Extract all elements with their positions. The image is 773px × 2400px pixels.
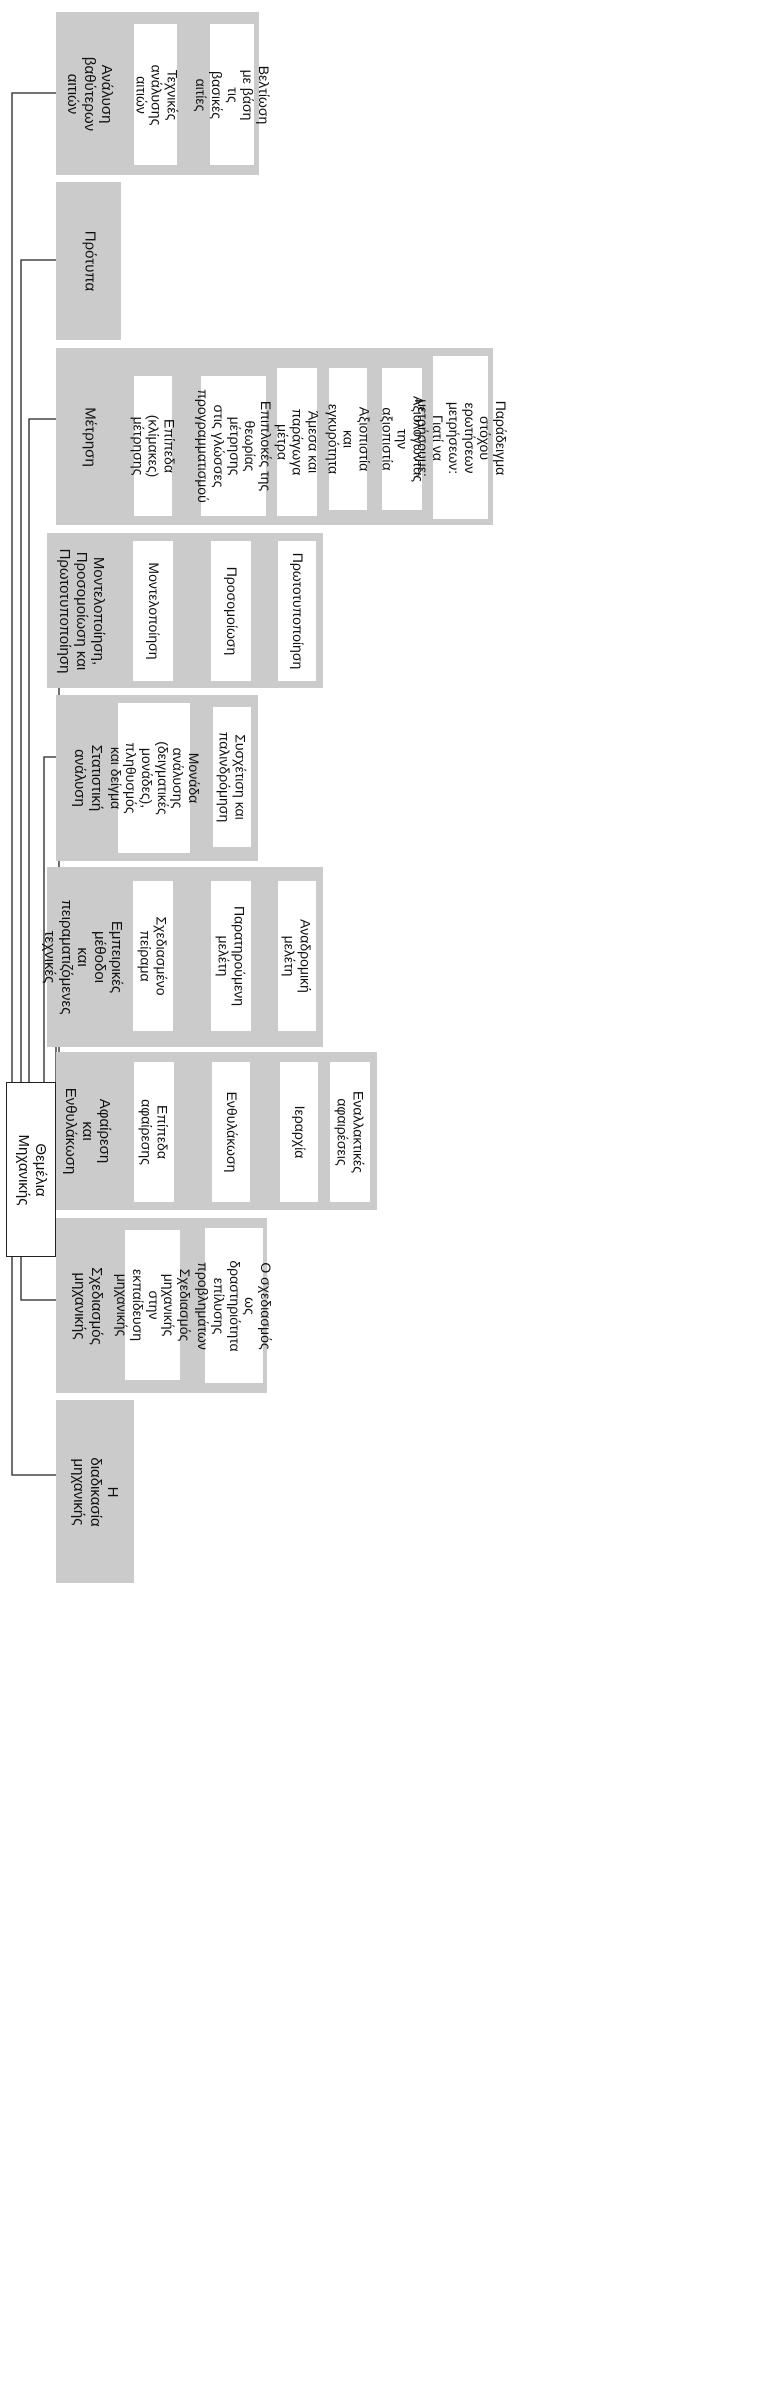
topic-group: Μέτρηση Επίπεδα (κλίμακες) μέτρησης Επιπ… (56, 348, 509, 525)
topic-group: Αφαίρεση και Ενθυλάκωση Επίπεδα αφαίρεση… (56, 1052, 377, 1210)
subtopic-box: Σχεδιασμός μηχανικής στην εκπαίδευση μηχ… (114, 1230, 193, 1380)
topic-title-text: Η διαδικασία μηχανικής (70, 1456, 122, 1527)
topic-title-text: Στατιστική ανάλυση (71, 744, 105, 812)
topic-title: Μέτρηση (56, 348, 122, 525)
subtopic-text: Πρωτοτυποποίηση (289, 552, 306, 670)
topic-title-text: Μοντελοποίηση, Προσομοίωση και Πρωτοτυπο… (56, 548, 108, 673)
subtopic-text: Μοντελοποίηση (145, 562, 162, 660)
subtopic-text: Ιεραρχία (291, 1105, 308, 1159)
subtopic-text: Ενθυλάκωση (223, 1091, 240, 1173)
subtopic-box: Ενθυλάκωση (212, 1062, 250, 1202)
subtopic-box: Μοντελοποίηση (133, 541, 173, 681)
subtopic-box: Άμεσα και παράγωγα μέτρα (274, 368, 322, 516)
subtopic-box: Συσχέτιση και παλινδρόμηση (213, 707, 251, 847)
subtopic-text: Σχεδιασμένο πείραμα (138, 916, 170, 996)
subtopic-box: Επίπεδα (κλίμακες) μέτρησης (130, 376, 178, 516)
subtopic-text: Άμεσα και παράγωγα μέτρα (274, 408, 322, 476)
subtopic-text: Αναδρομική μελέτη (282, 919, 314, 993)
subtopic-text: Παρατηρούμενη μελέτη (216, 905, 248, 1007)
topic-group: Πρότυπα (56, 182, 121, 340)
subtopic-text: Συσχέτιση και παλινδρόμηση (217, 731, 249, 823)
subtopic-text: Αξιοπιστία και εγκυρότητα (325, 403, 373, 475)
subtopic-text: Προσομοίωση (223, 566, 240, 656)
topic-title-text: Εμπειρικές μέθοδοι και πειραματιζόμενες … (40, 899, 125, 1015)
subtopic-box: Αναδρομική μελέτη (278, 881, 316, 1031)
connector-line (11, 1257, 56, 1476)
subtopic-box: Μονάδα ανάλυσης (δειγματικές μονάδες), π… (108, 703, 202, 853)
subtopic-box: Πρωτοτυποποίηση (278, 541, 316, 681)
subtopic-box: Προσομοίωση (211, 541, 251, 681)
subtopic-text: Μονάδα ανάλυσης (δειγματικές μονάδες), π… (107, 741, 203, 815)
connector-line (43, 756, 56, 1082)
subtopic-text: Επίπεδα αφαίρεσης (139, 1099, 171, 1165)
topic-group: Σχεδιασμός μηχανικής Σχεδιασμός μηχανική… (56, 1218, 274, 1393)
subtopic-box: Επίπεδα αφαίρεσης (134, 1062, 174, 1202)
connector-line (20, 1257, 56, 1301)
subtopic-text: Βελτίωση με βάση τις βασικές αιτίες (193, 65, 273, 124)
subtopic-box: Ο σχεδιασμός ως δραστηριότητα επίλυσης π… (195, 1228, 274, 1383)
subtopic-box: Παρατηρούμενη μελέτη (211, 881, 251, 1031)
subtopic-text: Εναλλακτικές αφαιρέσεις (335, 1091, 367, 1173)
subtopic-text: Επίπεδα (κλίμακες) μέτρησης (130, 414, 178, 478)
topic-group: Μοντελοποίηση, Προσομοίωση και Πρωτοτυπο… (47, 533, 323, 688)
topic-title: Η διαδικασία μηχανικής (56, 1400, 134, 1583)
connector-line (20, 259, 56, 1082)
topic-title: Ανάλυση βαθύτερων αιτιών (56, 12, 122, 175)
subtopic-box: Ιεραρχία (280, 1062, 318, 1202)
connector-line (28, 418, 56, 1082)
subtopic-box: Αξιολογώντας την αξιοπιστία (379, 368, 427, 510)
topic-group: Ανάλυση βαθύτερων αιτιών Τεχνικές ανάλυσ… (56, 12, 272, 175)
topic-title-text: Πρότυπα (80, 230, 98, 292)
subtopic-box: Τεχνικές ανάλυσης αιτιών (132, 24, 181, 165)
topic-group: Στατιστική ανάλυση Μονάδα ανάλυσης (δειγ… (56, 695, 258, 861)
topic-title: Εμπειρικές μέθοδοι και πειραματιζόμενες … (41, 867, 125, 1047)
subtopic-text: Παράδειγμα στόχου ερωτήσεων μετρήσεων: Γ… (414, 398, 509, 477)
topic-group: Η διαδικασία μηχανικής (56, 1400, 134, 1583)
topic-title: Αφαίρεση και Ενθυλάκωση (56, 1052, 118, 1210)
subtopic-text: Τεχνικές ανάλυσης αιτιών (132, 64, 181, 125)
subtopic-box: Αξιοπιστία και εγκυρότητα (325, 368, 373, 510)
topic-title-text: Μέτρηση (81, 406, 99, 467)
subtopic-box: Σχεδιασμένο πείραμα (133, 881, 173, 1031)
subtopic-box: Παράδειγμα στόχου ερωτήσεων μετρήσεων: Γ… (414, 356, 509, 519)
subtopic-text: Ο σχεδιασμός ως δραστηριότητα επίλυσης π… (195, 1259, 275, 1352)
root-label: Θεμέλια Μηχανικής (15, 1134, 49, 1205)
topic-title: Μοντελοποίηση, Προσομοίωση και Πρωτοτυπο… (47, 533, 115, 688)
topic-group: Εμπειρικές μέθοδοι και πειραματιζόμενες … (41, 867, 323, 1047)
topic-title: Πρότυπα (56, 182, 121, 340)
subtopic-box: Εναλλακτικές αφαιρέσεις (330, 1062, 370, 1202)
subtopic-text: Επιπλοκές της θεωρίας μέτρησης στις γλώσ… (194, 389, 274, 503)
subtopic-box: Επιπλοκές της θεωρίας μέτρησης στις γλώσ… (195, 376, 274, 516)
root-node: Θεμέλια Μηχανικής (6, 1082, 56, 1257)
subtopic-text: Σχεδιασμός μηχανικής στην εκπαίδευση μηχ… (113, 1268, 193, 1342)
topic-title: Σχεδιασμός μηχανικής (56, 1218, 118, 1393)
connector-line (11, 92, 56, 1082)
topic-title-text: Σχεδιασμός μηχανικής (71, 1266, 105, 1345)
topic-title-text: Ανάλυση βαθύτερων αιτιών (64, 56, 116, 131)
subtopic-box: Βελτίωση με βάση τις βασικές αιτίες (193, 24, 272, 165)
topic-title-text: Αφαίρεση και Ενθυλάκωση (62, 1087, 114, 1175)
